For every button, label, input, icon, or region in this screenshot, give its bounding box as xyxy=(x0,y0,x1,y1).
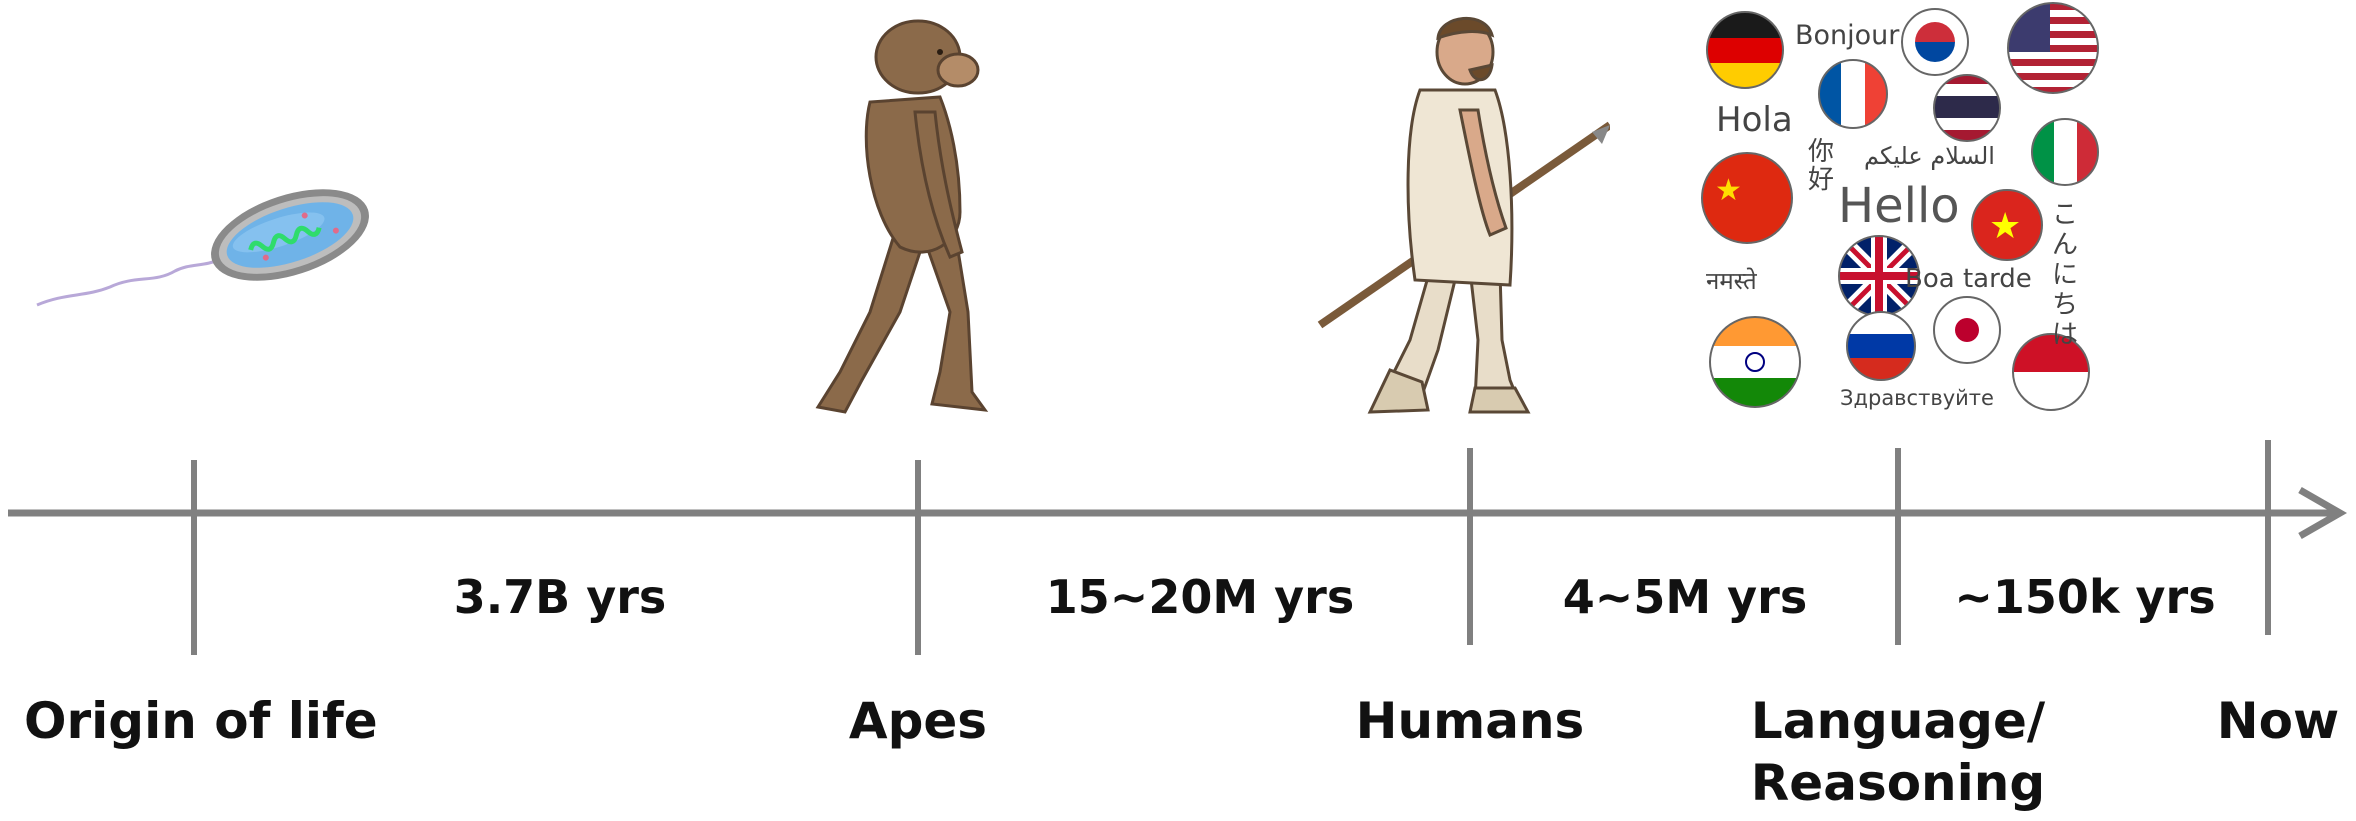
bacterium-icon xyxy=(25,175,385,315)
flag-france-icon xyxy=(1815,58,1891,133)
greeting-zdravstvuyte: Здравствуйте xyxy=(1840,386,1994,410)
greeting-salam: السلام عليكم xyxy=(1864,142,1995,170)
flag-usa-icon xyxy=(2005,0,2105,100)
duration-life-to-apes: 3.7B yrs xyxy=(420,570,700,624)
flag-italy-icon xyxy=(2030,115,2101,190)
milestone-reasoning: Reasoning xyxy=(1748,752,2048,814)
milestone-apes: Apes xyxy=(818,690,1018,752)
flag-thailand-icon xyxy=(1930,72,2005,147)
milestone-language: Language/ xyxy=(1748,690,2048,752)
flag-china-icon: ★ xyxy=(1702,153,1792,243)
duration-humans-to-language: 4~5M yrs xyxy=(1540,570,1830,624)
ape-icon xyxy=(800,12,1030,422)
greeting-namaste: नमस्ते xyxy=(1706,264,1757,297)
early-human-icon xyxy=(1310,10,1610,420)
svg-text:★: ★ xyxy=(1715,173,1742,208)
flag-vietnam-icon: ★ xyxy=(1972,190,2042,260)
milestone-humans: Humans xyxy=(1350,690,1590,752)
duration-apes-to-humans: 15~20M yrs xyxy=(1040,570,1360,624)
milestone-now: Now xyxy=(2200,690,2356,752)
milestone-origin-of-life: Origin of life xyxy=(24,690,364,752)
greeting-bonjour: Bonjour xyxy=(1795,20,1899,51)
flag-russia-icon xyxy=(1845,310,1920,383)
flag-japan-icon xyxy=(1934,297,2000,363)
greeting-konnichiwa: こんにちは xyxy=(2052,200,2080,350)
flag-india-icon xyxy=(1709,316,1804,410)
greeting-hello: Hello xyxy=(1838,178,1960,234)
svg-text:★: ★ xyxy=(1989,206,2021,247)
duration-language-to-now: ~150k yrs xyxy=(1940,570,2230,624)
flag-germany-icon xyxy=(1705,10,1785,93)
greeting-boa-tarde: Boa tarde xyxy=(1905,264,2032,294)
greeting-nihao: 你好 xyxy=(1808,138,1834,194)
greeting-hola: Hola xyxy=(1716,100,1793,140)
flag-south-korea-icon xyxy=(1902,9,1968,75)
